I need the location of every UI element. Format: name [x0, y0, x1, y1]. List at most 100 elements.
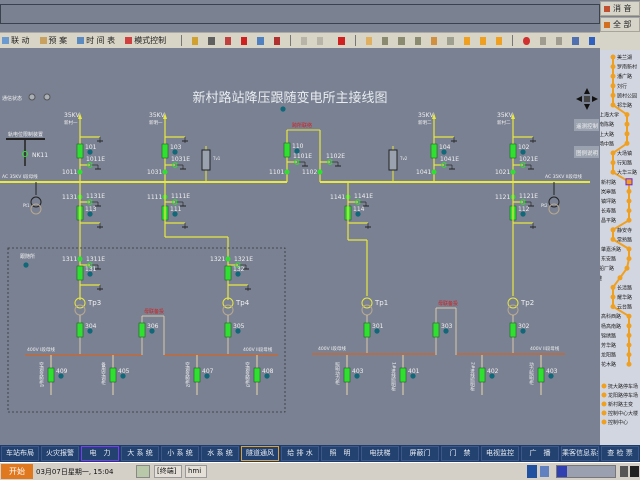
station-marker[interactable]: [610, 160, 616, 166]
nav-button[interactable]: 给 排 水: [281, 446, 319, 461]
station-marker[interactable]: [610, 73, 616, 79]
station-marker[interactable]: [610, 102, 616, 108]
nav-button[interactable]: 水 系 统: [201, 446, 239, 461]
depot-marker[interactable]: [601, 401, 607, 407]
nav-button[interactable]: 车站布局: [1, 446, 39, 461]
pan-down-icon[interactable]: [584, 104, 590, 110]
station-label[interactable]: 云台路: [617, 304, 632, 311]
nav-button[interactable]: 门 禁: [441, 446, 479, 461]
station-marker[interactable]: [626, 208, 632, 214]
load-breaker[interactable]: [109, 367, 117, 383]
station-marker[interactable]: [624, 140, 630, 146]
station-marker[interactable]: [626, 198, 632, 204]
station-marker[interactable]: [626, 361, 632, 367]
all-button[interactable]: 全 部: [600, 17, 640, 32]
stop-icon[interactable]: [523, 36, 530, 45]
station-label[interactable]: 静安寺: [617, 227, 632, 234]
disconnector[interactable]: [431, 169, 437, 175]
plan-button[interactable]: 预 案: [39, 35, 67, 46]
lv-breaker[interactable]: [363, 322, 371, 338]
station-marker[interactable]: [610, 64, 616, 70]
bus-tie-breaker[interactable]: [138, 322, 146, 338]
mode-control-button[interactable]: 模式控制: [125, 35, 166, 46]
lv-breaker[interactable]: [76, 322, 84, 338]
station-marker[interactable]: [610, 92, 616, 98]
remote-control-button[interactable]: [574, 119, 599, 131]
load-breaker[interactable]: [478, 367, 486, 383]
station-marker[interactable]: [626, 188, 632, 194]
nk-switch[interactable]: [22, 151, 28, 157]
station-label[interactable]: 南陈路: [599, 121, 614, 128]
monitor-icon[interactable]: [539, 36, 546, 45]
load-breaker[interactable]: [343, 367, 351, 383]
disconnector[interactable]: [225, 256, 231, 262]
station-marker[interactable]: [624, 131, 630, 137]
window-icon[interactable]: [447, 36, 454, 45]
station-label[interactable]: 东安路: [601, 256, 616, 263]
nav-button[interactable]: 火灾报警: [41, 446, 79, 461]
station-marker[interactable]: [610, 304, 616, 310]
hv-breaker[interactable]: [224, 265, 232, 281]
nav-button[interactable]: 隧道通风: [241, 446, 279, 461]
network-icon[interactable]: [540, 466, 549, 477]
station-marker[interactable]: [610, 54, 616, 60]
station-marker[interactable]: [610, 236, 616, 242]
voltage-transformer[interactable]: [201, 149, 211, 171]
incoming-breaker[interactable]: [430, 143, 438, 159]
print-icon[interactable]: [208, 36, 215, 45]
pan-up-icon[interactable]: [584, 88, 590, 94]
station-label[interactable]: 场中路: [599, 140, 614, 147]
disconnector[interactable]: [510, 169, 516, 175]
screen-icon[interactable]: [555, 36, 563, 45]
nav-button[interactable]: 广 播: [521, 446, 559, 461]
nav-button[interactable]: 电视监控: [481, 446, 519, 461]
depot-label[interactable]: 控制中心: [608, 419, 628, 426]
nav-button[interactable]: 照 明: [321, 446, 359, 461]
station-label[interactable]: 锦绣路: [601, 332, 616, 339]
disconnector[interactable]: [317, 169, 323, 175]
schedule-button[interactable]: 时 间 表: [77, 35, 115, 46]
export-icon[interactable]: [572, 36, 579, 45]
station-label[interactable]: 刘行: [617, 83, 627, 90]
station-label[interactable]: 美兰湖: [617, 54, 632, 61]
station-label[interactable]: 新村路: [601, 179, 616, 186]
station-marker[interactable]: [610, 150, 616, 156]
lv-breaker[interactable]: [509, 322, 517, 338]
station-marker[interactable]: [626, 332, 632, 338]
station-marker[interactable]: [626, 352, 632, 358]
station-label[interactable]: 高科西路: [601, 313, 621, 320]
report-icon[interactable]: [240, 36, 248, 45]
station-label[interactable]: 祁华路: [617, 102, 632, 109]
incoming-breaker[interactable]: [161, 143, 169, 159]
station-marker[interactable]: [626, 217, 632, 223]
start-button[interactable]: 开始: [1, 464, 33, 479]
windows-icon[interactable]: [630, 466, 639, 477]
nav-button[interactable]: 乘客信息系统: [561, 446, 599, 461]
depot-marker[interactable]: [601, 383, 607, 389]
load-breaker[interactable]: [193, 367, 201, 383]
hv-breaker[interactable]: [76, 265, 84, 281]
incoming-breaker[interactable]: [509, 143, 517, 159]
station-marker[interactable]: [610, 294, 616, 300]
station-marker[interactable]: [626, 246, 632, 252]
station-label[interactable]: 长寿路: [601, 208, 616, 215]
nav-button[interactable]: 查 检 票: [601, 446, 639, 461]
desktop-pager[interactable]: [556, 465, 616, 478]
checklist-icon[interactable]: [257, 36, 264, 45]
task-hmi[interactable]: hmi: [185, 465, 207, 478]
tools-icon[interactable]: [273, 36, 280, 45]
pan-center-icon[interactable]: [584, 96, 590, 102]
depot-label[interactable]: 抚大路停车场: [608, 383, 638, 390]
voltage-transformer[interactable]: [388, 149, 398, 171]
trend-icon[interactable]: [224, 36, 231, 45]
station-label[interactable]: 昌平路: [601, 217, 616, 224]
nav-button[interactable]: 大 系 统: [121, 446, 159, 461]
station-marker[interactable]: [610, 83, 616, 89]
forward-icon[interactable]: [496, 36, 503, 45]
shield-icon[interactable]: [527, 465, 537, 478]
station-marker[interactable]: [624, 112, 630, 118]
station-label[interactable]: 芳华路: [601, 342, 616, 349]
depot-label[interactable]: 龙阳路停车场: [608, 392, 638, 399]
nav-button[interactable]: 电 力: [81, 446, 119, 461]
linkage-button[interactable]: 联 动: [2, 35, 30, 46]
